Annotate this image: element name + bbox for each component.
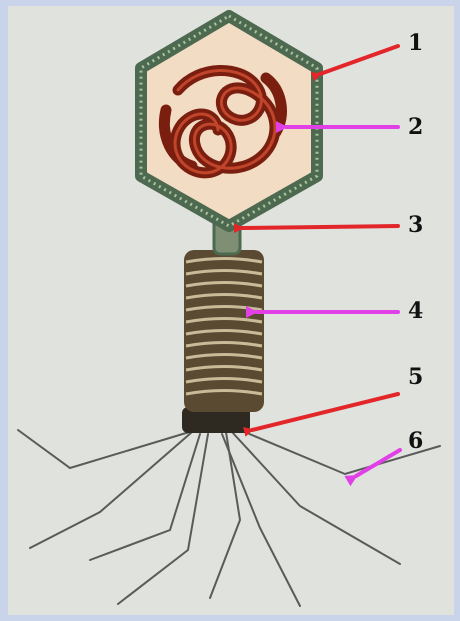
- tail-sheath: [184, 250, 264, 412]
- label-1: 1: [408, 30, 423, 56]
- label-4: 4: [408, 298, 423, 324]
- label-3: 3: [408, 212, 423, 238]
- arrow-3: [242, 226, 398, 228]
- label-2: 2: [408, 114, 423, 140]
- label-5: 5: [408, 364, 423, 390]
- label-6: 6: [408, 428, 423, 454]
